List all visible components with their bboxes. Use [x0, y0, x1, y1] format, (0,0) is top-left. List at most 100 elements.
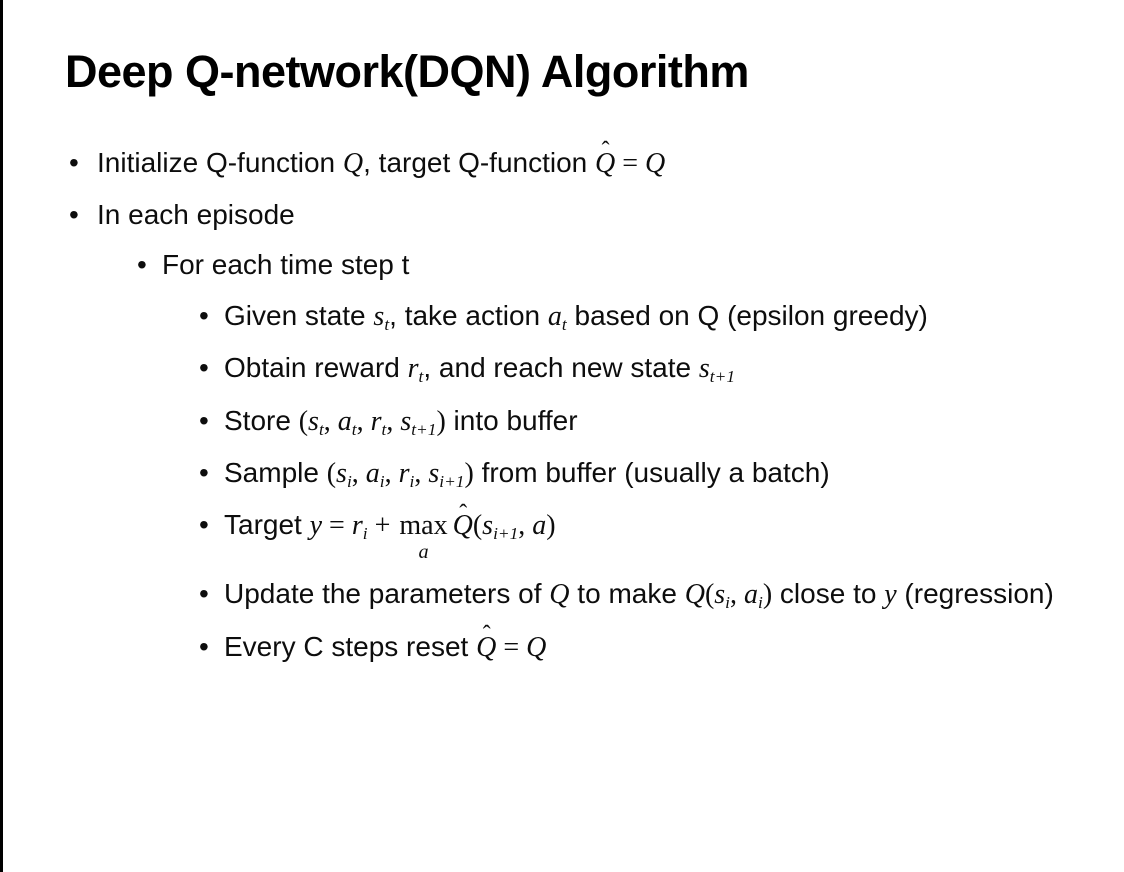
- math-text: =: [322, 510, 352, 542]
- bullet-item: • In each episode: [3, 196, 1069, 234]
- math-var: Q: [452, 510, 473, 542]
- bullet-item: •Given state st, take action at based on…: [3, 297, 1069, 336]
- text-run: Update the parameters of: [224, 578, 550, 610]
- bullet-marker: •: [69, 146, 79, 178]
- math-var: r: [398, 457, 410, 489]
- math-var: s: [308, 405, 319, 437]
- math-text: ,: [384, 457, 399, 489]
- math-var: Q: [476, 631, 497, 663]
- math-var: Q: [684, 579, 705, 611]
- bullet-marker: •: [199, 300, 209, 332]
- text-run: Sample: [224, 456, 327, 488]
- math-subscript: t: [561, 315, 567, 334]
- math-var: y: [309, 510, 323, 542]
- math-text: =: [615, 147, 646, 179]
- max-operator: max: [399, 510, 448, 542]
- math-text: ): [762, 579, 773, 611]
- text-run: from buffer (usually a batch): [473, 456, 830, 488]
- math-var: s: [482, 510, 494, 542]
- bullet-marker: •: [199, 404, 209, 436]
- math-var: Q: [595, 147, 616, 179]
- math-var: r: [370, 405, 382, 437]
- math-var: a: [744, 579, 758, 611]
- math-var: s: [698, 353, 710, 385]
- bullet-item: • Update the parameters of Q to make Q(si…: [3, 575, 1069, 614]
- bullet-marker: •: [199, 578, 209, 610]
- max-under-var: a: [418, 541, 429, 564]
- math-var: r: [351, 510, 363, 542]
- math-subscript: i: [758, 593, 763, 613]
- math-subscript: t: [318, 419, 324, 439]
- math-text: ,: [730, 579, 744, 611]
- math-var: a: [547, 301, 562, 333]
- bullet-marker: •: [199, 630, 209, 662]
- bullet-item: •Sample (si, ai, ri, si+1) from buffer (…: [3, 454, 1069, 493]
- bullet-text: In each episode: [97, 196, 1069, 234]
- bullet-marker: •: [69, 198, 79, 230]
- math-subscript: t: [384, 315, 390, 334]
- math-var: s: [336, 457, 347, 489]
- math-subscript: i: [725, 593, 730, 613]
- bullet-text: Given state st, take action at based on …: [224, 297, 1069, 336]
- math-var: y: [884, 579, 897, 611]
- math-var: a: [365, 457, 380, 489]
- math-text: ,: [351, 457, 366, 489]
- text-run: Initialize Q-function: [97, 146, 343, 178]
- math-subscript: t+1: [411, 419, 437, 439]
- bullet-marker: •: [199, 509, 209, 541]
- math-text: ,: [518, 510, 533, 542]
- bullet-item: • For each time step t: [3, 246, 1069, 284]
- math-text: ): [546, 510, 556, 542]
- math-var: Q: [549, 579, 570, 611]
- math-text: ,: [414, 457, 429, 489]
- hat-accent-icon: ˆ: [482, 622, 491, 649]
- math-text: +: [367, 510, 398, 542]
- math-subscript: i: [362, 524, 368, 544]
- math-var: s: [714, 579, 726, 611]
- text-run: Target: [224, 509, 310, 541]
- math-subscript: t: [351, 419, 357, 439]
- text-run: For each time step t: [162, 249, 410, 281]
- math-var: s: [400, 405, 412, 437]
- bullet-marker: •: [199, 352, 209, 384]
- math-var: s: [428, 457, 440, 489]
- bullet-list: •Initialize Q-function Q, target Q-funct…: [3, 138, 1124, 667]
- text-run: Given state: [224, 300, 374, 332]
- math-text: ): [436, 405, 446, 437]
- math-subscript: t: [418, 367, 424, 387]
- text-run: Every C steps reset: [224, 630, 477, 662]
- math-var: a: [532, 510, 547, 542]
- math-var: Q: [645, 147, 666, 179]
- math-subscript: t+1: [709, 367, 736, 387]
- math-var: s: [373, 301, 385, 333]
- hat-accent-icon: ˆ: [601, 138, 610, 165]
- math-subscript: i: [346, 471, 352, 491]
- text-run: into buffer: [445, 404, 578, 436]
- bullet-text: Obtain reward rt, and reach new state st…: [224, 349, 1069, 388]
- math-var: a: [337, 405, 352, 437]
- math-var: r: [407, 353, 419, 385]
- bullet-marker: •: [137, 249, 147, 281]
- text-run: In each episode: [97, 198, 295, 230]
- hat-accent-icon: ˆ: [459, 500, 468, 527]
- text-run: based on Q (epsilon greedy): [566, 300, 928, 332]
- math-var: Q: [342, 147, 364, 179]
- bullet-text: Store (st, at, rt, st+1) into buffer: [224, 402, 1069, 441]
- math-text: ,: [356, 405, 371, 437]
- text-run: (regression): [896, 578, 1054, 610]
- math-subscript: i: [379, 471, 385, 491]
- math-subscript: t: [381, 419, 387, 439]
- math-subscript: i: [409, 471, 415, 491]
- text-run: close to: [772, 578, 885, 610]
- math-text: (: [472, 510, 483, 542]
- bullet-text: Update the parameters of Q to make Q(si,…: [224, 575, 1069, 614]
- math-subscript: i+1: [493, 524, 519, 544]
- math-text: (: [326, 457, 337, 489]
